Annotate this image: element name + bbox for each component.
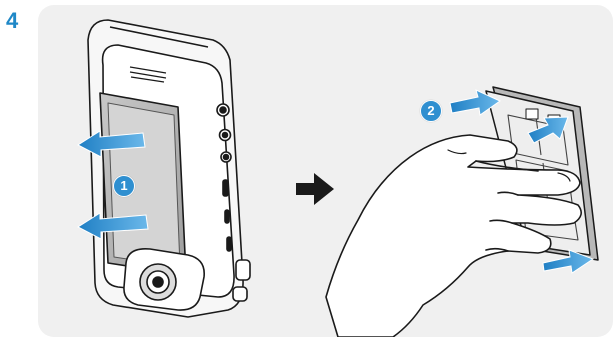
dashcam-illustration xyxy=(88,20,250,317)
illustration-canvas xyxy=(38,5,613,337)
callout-badge-2: 2 xyxy=(420,100,442,122)
callout-badge-1: 1 xyxy=(113,175,135,197)
illustration-panel: 1 2 xyxy=(38,5,613,337)
step-number: 4 xyxy=(6,10,18,32)
right-arrow-icon xyxy=(296,173,334,205)
